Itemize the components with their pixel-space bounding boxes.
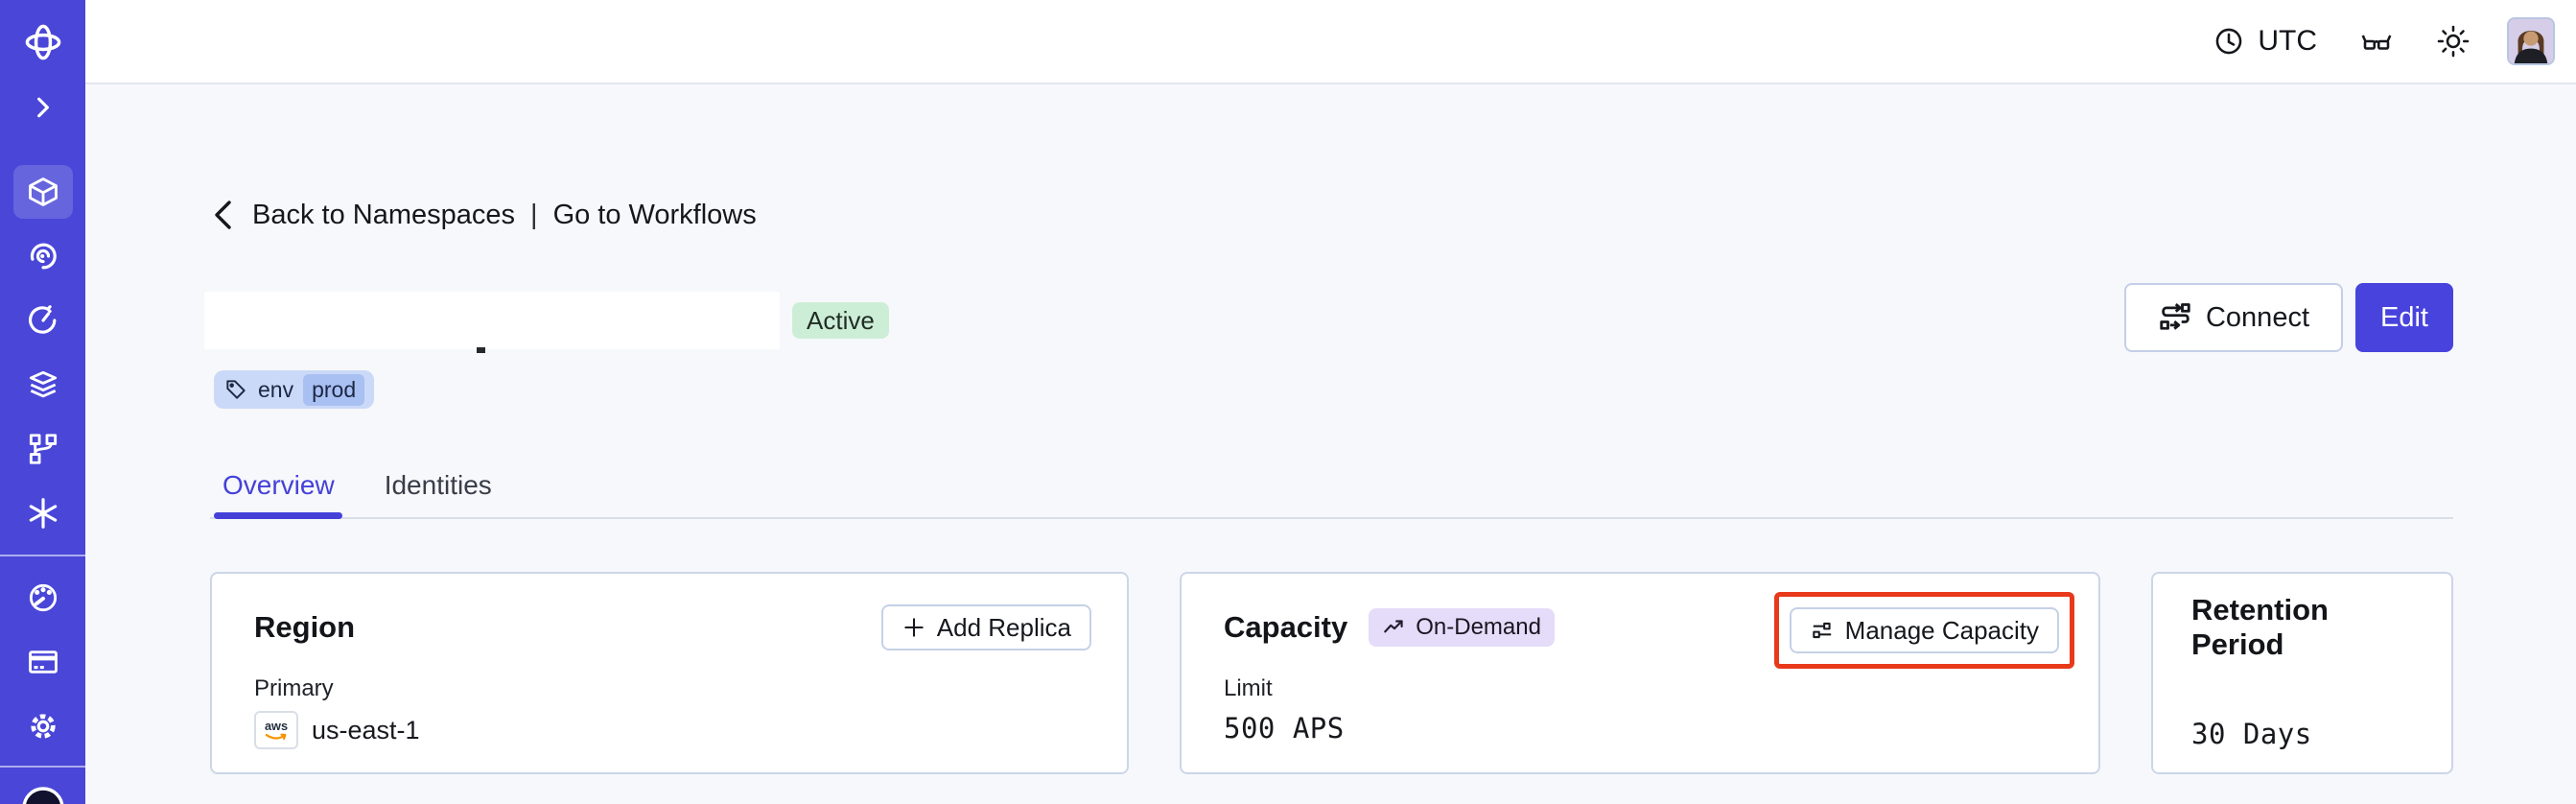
- topbar: UTC: [85, 0, 2576, 84]
- region-row: aws us-east-1: [254, 711, 1091, 749]
- add-replica-button[interactable]: Add Replica: [880, 604, 1091, 650]
- namespace-tag: env prod: [214, 370, 375, 409]
- sidebar-item-billing-card-icon[interactable]: [13, 635, 73, 689]
- sidebar-item-spiral-icon[interactable]: [13, 229, 73, 283]
- manage-capacity-button[interactable]: Manage Capacity: [1789, 607, 2059, 653]
- connect-label: Connect: [2205, 301, 2309, 333]
- connect-button[interactable]: Connect: [2124, 283, 2343, 352]
- timezone-selector[interactable]: UTC: [2213, 25, 2317, 58]
- annotation-highlight: Manage Capacity: [1773, 592, 2074, 669]
- sidebar-expand-chevron-icon[interactable]: [13, 90, 73, 125]
- sidebar-item-namespaces[interactable]: [12, 165, 73, 219]
- clock-icon: [2213, 25, 2245, 58]
- tab-identities[interactable]: Identities: [384, 470, 492, 500]
- trending-up-icon: [1384, 620, 1403, 633]
- active-tab-underline: [214, 512, 342, 519]
- region-value: us-east-1: [312, 715, 420, 745]
- sidebar-item-layers-icon[interactable]: [13, 358, 73, 412]
- tag-icon: [226, 380, 246, 399]
- svg-text:aws: aws: [265, 719, 288, 733]
- go-to-workflows-link[interactable]: Go to Workflows: [552, 199, 757, 230]
- breadcrumb-separator: |: [530, 199, 538, 230]
- tag-key: env: [258, 376, 294, 402]
- back-to-namespaces-link[interactable]: Back to Namespaces: [252, 199, 516, 230]
- timezone-label: UTC: [2258, 25, 2317, 57]
- plus-icon: [904, 618, 924, 637]
- namespace-name-redacted: [204, 292, 780, 349]
- aws-logo-icon: aws: [254, 711, 298, 749]
- sidebar-divider: [0, 766, 85, 768]
- breadcrumb: Back to Namespaces | Go to Workflows: [210, 194, 757, 236]
- on-demand-label: On-Demand: [1416, 614, 1541, 640]
- tab-bar: Overview Identities: [210, 470, 492, 501]
- tab-rule: [210, 517, 2453, 519]
- retention-card: Retention Period 30 Days: [2151, 572, 2453, 774]
- retention-card-title: Retention Period: [2191, 593, 2329, 661]
- sidebar-item-branch-icon[interactable]: [13, 422, 73, 476]
- sidebar-item-profile-circle-icon[interactable]: [20, 781, 66, 804]
- connect-icon: [2160, 303, 2190, 330]
- primary-label: Primary: [254, 675, 334, 701]
- sidebar-item-usage-gauge-icon[interactable]: [13, 571, 73, 625]
- namespace-name-fragment: [477, 347, 485, 353]
- limit-value: 500 APS: [1224, 712, 1345, 745]
- sidebar-item-nexus-asterisk-icon[interactable]: [13, 486, 73, 540]
- manage-capacity-label: Manage Capacity: [1844, 615, 2039, 645]
- capacity-card-title: Capacity: [1224, 610, 1348, 644]
- retention-value: 30 Days: [2191, 718, 2312, 750]
- sidebar: [0, 0, 85, 804]
- sidebar-item-timer-icon[interactable]: [13, 294, 73, 347]
- temporal-logo[interactable]: [13, 21, 73, 63]
- region-card: Region Add Replica Primary aws us-east-1: [210, 572, 1129, 774]
- sidebar-item-settings-gear-icon[interactable]: [13, 699, 73, 753]
- chevron-left-icon[interactable]: [210, 199, 237, 231]
- tab-overview[interactable]: Overview: [222, 470, 335, 500]
- avatar[interactable]: [2507, 17, 2555, 65]
- on-demand-badge: On-Demand: [1369, 608, 1555, 647]
- sun-icon[interactable]: [2436, 24, 2471, 59]
- status-badge: Active: [792, 302, 889, 339]
- tag-value: prod: [303, 373, 365, 406]
- sidebar-divider: [0, 555, 85, 556]
- edit-button[interactable]: Edit: [2355, 283, 2453, 352]
- add-replica-label: Add Replica: [936, 612, 1071, 642]
- glasses-icon[interactable]: [2359, 24, 2394, 59]
- sliders-icon: [1812, 622, 1831, 639]
- limit-label: Limit: [1224, 675, 1273, 701]
- region-card-title: Region: [254, 610, 356, 644]
- capacity-card: Capacity On-Demand Manage Capacity Limit…: [1180, 572, 2100, 774]
